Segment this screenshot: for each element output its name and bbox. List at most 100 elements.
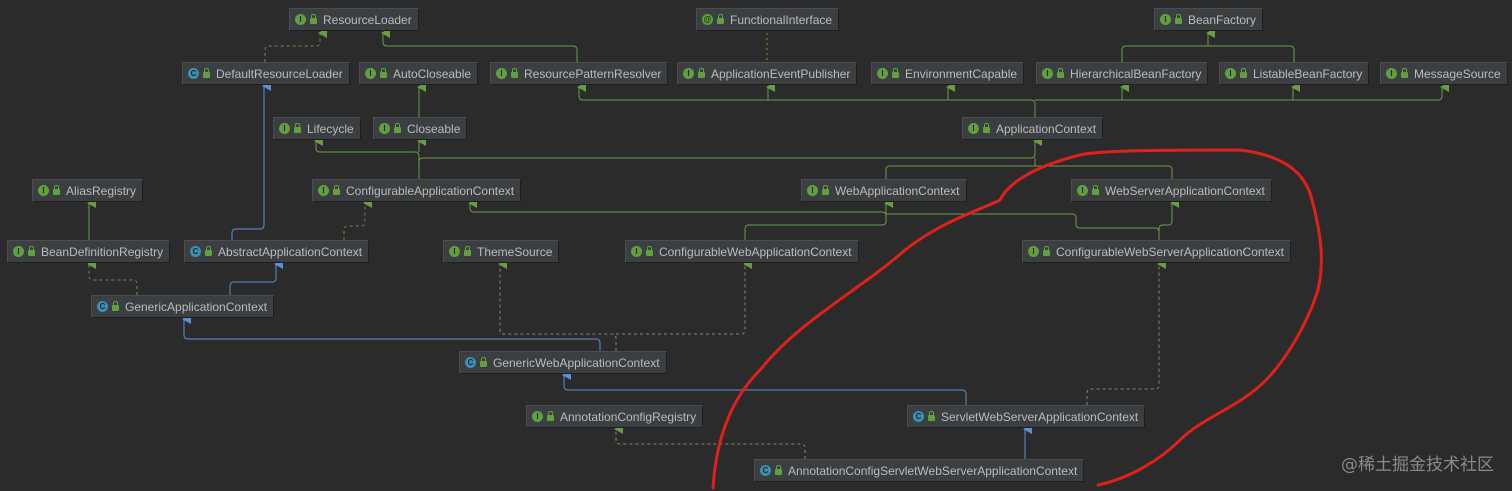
interface-icon: I — [279, 123, 290, 134]
node-label: AbstractApplicationContext — [218, 244, 363, 259]
class-icon: C — [760, 465, 771, 476]
public-visibility-icon — [983, 122, 990, 133]
node-application-event-publisher[interactable]: I ApplicationEventPublisher — [677, 62, 858, 85]
node-label: ApplicationContext — [996, 121, 1097, 136]
node-label: HierarchicalBeanFactory — [1070, 66, 1202, 81]
interface-icon: I — [1028, 246, 1039, 257]
red-annotation-outline — [711, 148, 1323, 490]
public-visibility-icon — [698, 67, 705, 78]
node-configurable-web-server-application-context[interactable]: I ConfigurableWebServerApplicationContext — [1022, 240, 1291, 263]
interface-icon: I — [1386, 68, 1397, 79]
node-label: ConfigurableApplicationContext — [346, 183, 515, 198]
node-label: DefaultResourceLoader — [216, 66, 343, 81]
node-label: MessageSource — [1414, 66, 1501, 81]
class-icon: C — [188, 68, 199, 79]
node-label: Closeable — [407, 121, 461, 136]
node-web-server-application-context[interactable]: I WebServerApplicationContext — [1071, 179, 1272, 202]
public-visibility-icon — [1401, 67, 1408, 78]
node-label: GenericApplicationContext — [125, 299, 268, 314]
interface-icon: I — [38, 185, 49, 196]
interface-icon: I — [683, 68, 694, 79]
interface-icon: I — [968, 123, 979, 134]
node-theme-source[interactable]: I ThemeSource — [443, 240, 560, 263]
interface-icon: I — [877, 68, 888, 79]
public-visibility-icon — [822, 184, 829, 195]
public-visibility-icon — [394, 122, 401, 133]
node-annotation-config-servlet-web-server-application-context[interactable]: C AnnotationConfigServletWebServerApplica… — [754, 459, 1085, 482]
node-label: ThemeSource — [477, 244, 553, 259]
node-hierarchical-bean-factory[interactable]: I HierarchicalBeanFactory — [1036, 62, 1209, 85]
public-visibility-icon — [1240, 67, 1247, 78]
public-visibility-icon — [928, 410, 935, 421]
node-auto-closeable[interactable]: I AutoCloseable — [359, 62, 479, 85]
interface-icon: I — [295, 14, 306, 25]
node-label: ServletWebServerApplicationContext — [941, 409, 1139, 424]
node-label: ApplicationEventPublisher — [711, 66, 851, 81]
interface-icon: I — [1225, 68, 1236, 79]
public-visibility-icon — [310, 13, 317, 24]
public-visibility-icon — [1175, 13, 1182, 24]
node-generic-application-context[interactable]: C GenericApplicationContext — [91, 295, 275, 318]
public-visibility-icon — [464, 245, 471, 256]
node-label: ConfigurableWebServerApplicationContext — [1056, 244, 1284, 259]
node-label: WebApplicationContext — [835, 183, 960, 198]
interface-icon: I — [365, 68, 376, 79]
public-visibility-icon — [1092, 184, 1099, 195]
node-label: EnvironmentCapable — [905, 66, 1018, 81]
node-alias-registry[interactable]: I AliasRegistry — [32, 179, 144, 202]
node-closeable[interactable]: I Closeable — [373, 117, 468, 140]
node-application-context[interactable]: I ApplicationContext — [962, 117, 1104, 140]
node-label: AnnotationConfigRegistry — [560, 409, 697, 424]
class-icon: C — [97, 301, 108, 312]
node-environment-capable[interactable]: I EnvironmentCapable — [871, 62, 1025, 85]
node-web-application-context[interactable]: I WebApplicationContext — [801, 179, 967, 202]
node-label: FunctionalInterface — [730, 12, 833, 27]
public-visibility-icon — [294, 122, 301, 133]
public-visibility-icon — [480, 356, 487, 367]
public-visibility-icon — [53, 184, 60, 195]
public-visibility-icon — [892, 67, 899, 78]
interface-icon: I — [449, 246, 460, 257]
interface-icon: I — [807, 185, 818, 196]
node-label: ResourcePatternResolver — [524, 66, 662, 81]
public-visibility-icon — [775, 464, 782, 475]
interface-icon: I — [1077, 185, 1088, 196]
node-label: AliasRegistry — [66, 183, 137, 198]
public-visibility-icon — [717, 13, 724, 24]
node-label: ConfigurableWebApplicationContext — [659, 244, 852, 259]
node-label: AutoCloseable — [393, 66, 472, 81]
interface-icon: I — [1042, 68, 1053, 79]
node-message-source[interactable]: I MessageSource — [1380, 62, 1508, 85]
public-visibility-icon — [333, 184, 340, 195]
class-icon: C — [465, 357, 476, 368]
public-visibility-icon — [1057, 67, 1064, 78]
node-default-resource-loader[interactable]: C DefaultResourceLoader — [182, 62, 350, 85]
public-visibility-icon — [547, 410, 554, 421]
public-visibility-icon — [646, 245, 653, 256]
public-visibility-icon — [380, 67, 387, 78]
edge-defaultresourceloader-resourceloader — [264, 28, 327, 62]
node-label: WebServerApplicationContext — [1105, 183, 1265, 198]
public-visibility-icon — [112, 300, 119, 311]
node-lifecycle[interactable]: I Lifecycle — [273, 117, 361, 140]
node-label: Lifecycle — [307, 121, 354, 136]
node-label: AnnotationConfigServletWebServerApplicat… — [788, 463, 1078, 478]
public-visibility-icon — [203, 67, 210, 78]
node-functional-interface[interactable]: @FunctionalInterface — [696, 8, 840, 31]
watermark: @稀土掘金技术社区 — [1341, 455, 1494, 475]
interface-icon: I — [13, 246, 24, 257]
interface-icon: I — [379, 123, 390, 134]
